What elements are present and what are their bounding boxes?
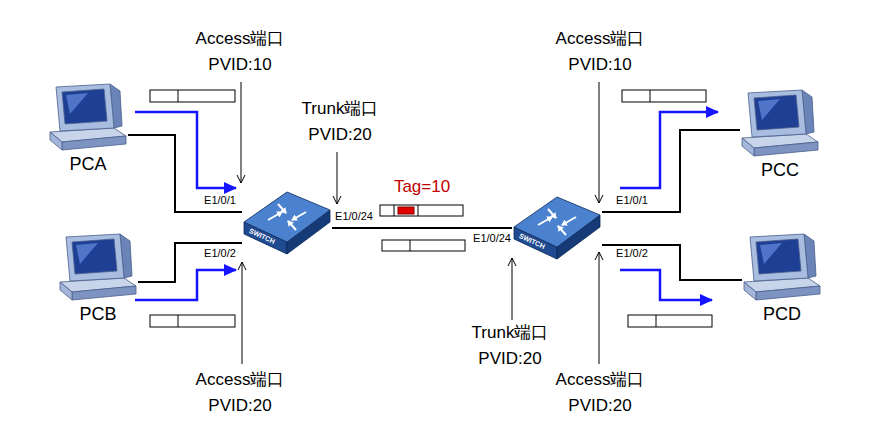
port-name: E1/0/24 — [335, 210, 373, 222]
port-callout: Trunk端口 PVID:20 — [454, 320, 566, 372]
flow-arrow — [620, 270, 712, 300]
tagged-frame — [380, 205, 463, 216]
frame — [150, 90, 235, 102]
vlan-tag-label: Tag=10 — [394, 177, 450, 197]
port-name: E1/0/2 — [616, 247, 648, 259]
frame — [628, 315, 712, 327]
computer-icon — [740, 88, 820, 158]
port-callout: Access端口 PVID:10 — [184, 26, 296, 78]
switch-icon — [512, 195, 602, 263]
frame — [150, 315, 235, 327]
switch: SWITCH — [242, 190, 332, 258]
computer-name: PCC — [740, 160, 820, 181]
frame — [382, 240, 465, 251]
leader-line — [599, 252, 600, 364]
network-link — [332, 227, 512, 229]
port-callout: Access端口 PVID:20 — [184, 367, 296, 419]
port-callout: Access端口 PVID:20 — [544, 367, 656, 419]
leader-line — [241, 82, 242, 183]
leader-line — [599, 82, 600, 203]
port-name: E1/0/1 — [204, 194, 236, 206]
computer: PCA — [48, 82, 128, 152]
flow-arrow — [135, 112, 236, 188]
flow-arrows — [135, 112, 718, 300]
computer-name: PCD — [742, 304, 822, 325]
network-link — [128, 135, 242, 212]
computer: PCC — [740, 88, 820, 158]
computer-icon — [58, 232, 138, 302]
flow-arrow — [620, 112, 718, 188]
port-name: E1/0/1 — [616, 194, 648, 206]
port-name: E1/0/2 — [204, 247, 236, 259]
switch-icon — [242, 190, 332, 258]
network-link — [602, 130, 740, 212]
computer-name: PCA — [48, 154, 128, 175]
computer: PCD — [742, 232, 822, 302]
port-callout: Access端口 PVID:10 — [544, 26, 656, 78]
frames — [150, 90, 712, 327]
computer-name: PCB — [58, 304, 138, 325]
leader-line — [242, 262, 243, 364]
computer-icon — [48, 82, 128, 152]
frame — [622, 90, 706, 102]
network-link — [602, 245, 742, 280]
leader-lines — [241, 82, 599, 364]
network-link — [138, 243, 242, 282]
switch: SWITCH — [512, 195, 602, 263]
computer: PCB — [58, 232, 138, 302]
flow-arrow — [135, 270, 236, 300]
port-callout: Trunk端口 PVID:20 — [284, 96, 396, 148]
port-name: E1/0/24 — [473, 232, 511, 244]
leader-line — [512, 258, 513, 320]
computer-icon — [742, 232, 822, 302]
leader-line — [337, 152, 338, 204]
